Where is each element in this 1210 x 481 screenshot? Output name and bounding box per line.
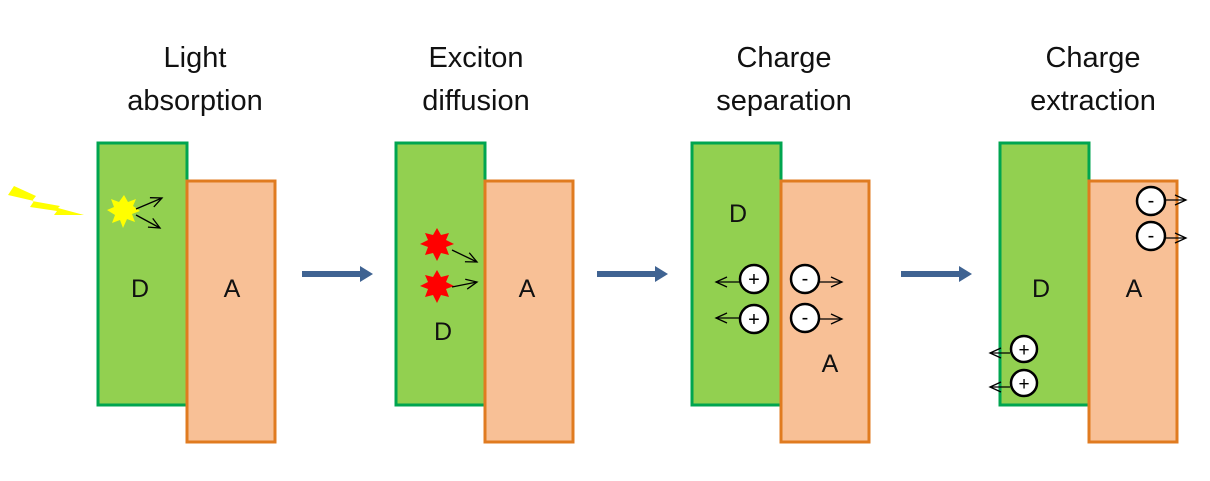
exciton-starburst-icon	[420, 228, 454, 261]
donor-label: D	[1031, 275, 1051, 303]
diffusion-arrow	[135, 214, 162, 229]
hole-charge-icon: +	[1009, 368, 1039, 398]
electron-symbol: -	[1148, 225, 1155, 247]
process-arrow-icon	[901, 266, 972, 282]
stage-title-line: absorption	[127, 85, 263, 117]
stage-3-title: Charge separation	[654, 37, 914, 123]
electron-symbol: -	[1148, 190, 1155, 212]
stage-title-line: separation	[716, 85, 852, 117]
lightning-bolt-icon	[8, 186, 84, 215]
acceptor-layer	[483, 179, 575, 444]
stage-title-line: Light	[163, 42, 227, 74]
acceptor-label: A	[223, 275, 241, 303]
stage-title-line: Charge	[736, 42, 832, 74]
electron-symbol: -	[802, 307, 809, 329]
electron-charge-icon: -	[789, 302, 821, 334]
donor-layer	[96, 141, 189, 407]
stage-title-line: diffusion	[422, 85, 530, 117]
donor-label: D	[130, 275, 150, 303]
diffusion-arrow	[451, 278, 479, 290]
stage-2-title: Exciton diffusion	[346, 37, 606, 123]
process-arrow-icon	[302, 266, 373, 282]
stage-4-charge-extraction: + + - -	[988, 141, 1188, 444]
electron-charge-icon: -	[1135, 185, 1167, 217]
hole-symbol: +	[748, 269, 760, 291]
stage-1-title: Light absorption	[65, 37, 325, 123]
hole-symbol: +	[1018, 340, 1029, 361]
stage-4-title: Charge extraction	[963, 37, 1210, 123]
diffusion-arrow	[135, 197, 164, 210]
stage-title-line: Exciton	[428, 42, 524, 74]
electron-charge-icon: -	[789, 263, 821, 295]
electron-charge-icon: -	[1135, 220, 1167, 252]
diffusion-arrow	[451, 249, 479, 263]
exciton-starburst-icon	[107, 195, 140, 228]
stage-title-line: Charge	[1045, 42, 1141, 74]
donor-label: D	[433, 318, 453, 346]
hole-symbol: +	[748, 309, 760, 331]
donor-layer	[690, 141, 783, 407]
process-arrow-icon	[597, 266, 668, 282]
acceptor-label: A	[518, 275, 536, 303]
acceptor-label: A	[1125, 275, 1143, 303]
acceptor-label: A	[821, 350, 839, 378]
stage-1-light-absorption	[8, 141, 277, 444]
acceptor-layer	[779, 179, 871, 444]
donor-label: D	[728, 200, 748, 228]
donor-layer	[394, 141, 487, 407]
exciton-starburst-icon	[420, 270, 454, 303]
hole-symbol: +	[1018, 374, 1029, 395]
hole-charge-icon: +	[738, 303, 770, 335]
stage-2-exciton-diffusion	[394, 141, 575, 444]
acceptor-layer	[185, 179, 277, 444]
hole-charge-icon: +	[1009, 334, 1039, 364]
electron-symbol: -	[802, 268, 809, 290]
stage-title-line: extraction	[1030, 85, 1156, 117]
stage-3-charge-separation: + + - -	[690, 141, 871, 444]
hole-charge-icon: +	[738, 263, 770, 295]
acceptor-layer	[1087, 179, 1179, 444]
